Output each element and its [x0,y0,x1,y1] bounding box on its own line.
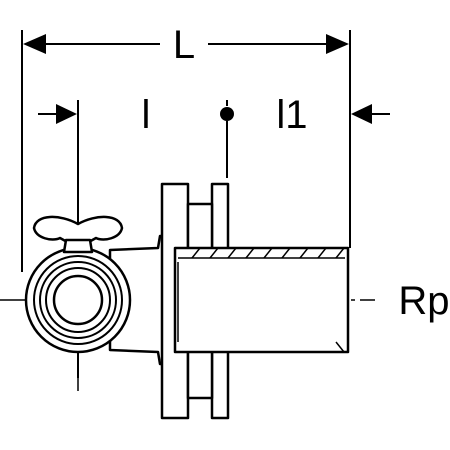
thread-mark [191,247,201,259]
thread-mark [263,247,273,259]
fitting-body [108,182,350,420]
label-overall-length: L [173,23,195,67]
thread-mark [335,341,345,353]
thread-hatching [177,247,345,353]
thread-mark [299,247,309,259]
arrow-head-L-right [326,34,349,54]
thread-mark [245,247,255,259]
dimension-lines [21,30,390,378]
thread-mark [281,247,291,259]
socket-bore [52,274,104,326]
thread-mark [335,247,345,259]
thread-mark [317,247,327,259]
reference-point [220,107,234,121]
label-length-right: l1 [276,93,307,137]
arrow-head-l-left [56,104,77,124]
threaded-spigot [173,246,350,354]
label-thread: Rp [398,279,449,323]
press-indicator-wing [32,215,124,250]
thread-mark [209,247,219,259]
arrow-head-L-left [23,34,46,54]
label-length-left: l [142,93,151,137]
press-indicator [32,215,124,254]
thread-mark [227,247,237,259]
arrow-head-l1-right [351,104,372,124]
press-indicator-stem [62,238,94,254]
press-socket [24,246,132,354]
